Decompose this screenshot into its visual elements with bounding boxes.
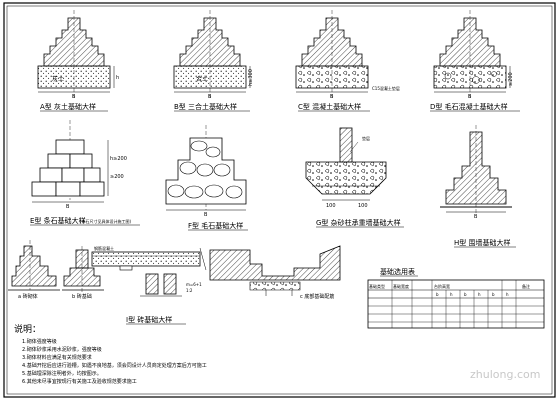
caption-a: A型 灰土基础大样 <box>40 102 96 111</box>
ratio-note: 1:2 <box>186 288 193 293</box>
sheet-inner-border <box>6 5 553 395</box>
table-header-5: b <box>464 292 467 297</box>
sub-caption-2: b 砖基础 <box>72 293 92 300</box>
table-header-1: 基础宽度 <box>393 283 409 289</box>
table-title: 基础选用表 <box>380 267 415 276</box>
note-line-6: 6.其他未尽事宜按现行有关施工及验收规范要求施工 <box>22 378 137 385</box>
dim-b-f: B <box>204 212 208 218</box>
detail-b: 合土 B h≥300 B型 三合土基础大样 <box>173 10 254 112</box>
caption-f: F型 毛石基础大样 <box>188 221 243 230</box>
table-header-9: 备注 <box>522 283 530 289</box>
detail-h: B H型 围墙基础大样 <box>440 125 516 248</box>
dim-h-b: h≥300 <box>248 69 254 86</box>
dim-h-a: h <box>116 75 119 81</box>
general-notes: 说明： 1.砌体强度等级 2.砌体砂浆采用水泥砂浆，强度等级 3.砌体材料应满足… <box>14 323 207 385</box>
detail-e: h≥200 ≥200 B E型 条石基础大样 (条石尺寸见具体设计施工图) <box>30 120 140 226</box>
caption-e-note: (条石尺寸见具体设计施工图) <box>80 218 132 224</box>
sub-caption-3: c 底部基础配筋 <box>300 293 334 300</box>
detail-d: B ≥200 D型 毛石混凝土基础大样 <box>430 10 520 112</box>
note-line-1: 1.砌体强度等级 <box>22 338 57 345</box>
detail-c: B C15混凝土垫层 C型 混凝土基础大样 <box>295 10 400 112</box>
caption-e: E型 条石基础大样 <box>30 216 86 225</box>
detail-i: 钢筋混凝土 m=6+1 1:2 I型 砖基础大样 <box>91 245 207 325</box>
note-line-5: 5.基础埋深除注明者外，均按图示。 <box>22 370 102 377</box>
detail-small-step: a 砖砌体 <box>8 240 60 300</box>
dim-h-d: ≥200 <box>508 72 514 86</box>
fill-label-b: 合土 <box>196 75 208 83</box>
notes-heading: 说明： <box>14 323 41 335</box>
detail-stepped-section: c 底部基础配筋 <box>209 245 341 300</box>
watermark: zhulong.com <box>470 368 540 381</box>
note-line-2: 2.砌体砂浆采用水泥砂浆，强度等级 <box>22 346 102 353</box>
table-header-7: b <box>492 292 495 297</box>
dim-100-g1: 100 <box>326 203 336 209</box>
dim-b-c: B <box>330 94 334 100</box>
detail-f: B F型 毛石基础大样 <box>165 125 248 231</box>
dim-b-d: B <box>468 94 472 100</box>
table-header-6: h <box>478 292 481 297</box>
beam-label: 钢筋混凝土 <box>94 245 114 251</box>
dim-100-g2: 100 <box>358 203 368 209</box>
note-line-3: 3.砌体材料应满足有关规范要求 <box>22 354 92 361</box>
caption-d: D型 毛石混凝土基础大样 <box>430 102 508 111</box>
dim-h2-e: ≥200 <box>110 174 124 180</box>
table-header-3: b <box>436 292 439 297</box>
table-header-4: h <box>450 292 453 297</box>
caption-c: C型 混凝土基础大样 <box>298 102 361 111</box>
caption-h: H型 围墙基础大样 <box>454 238 511 247</box>
dim-b-b: B <box>208 94 212 100</box>
g-note: 垫层 <box>362 135 370 141</box>
detail-brick-pier: b 砖基础 <box>62 246 104 300</box>
detail-g: 100 100 垫层 G型 杂砂柱承重墙基础大样 <box>305 127 404 228</box>
cross-note: m=6+1 <box>186 282 202 287</box>
note-line-4: 4.基础开挖后应进行验槽，如遇不良地基，须会同设计人员商定处理方案后方可施工 <box>22 362 207 369</box>
c-side-note: C15混凝土垫层 <box>372 85 400 91</box>
fill-label-a: 灰土 <box>52 75 64 83</box>
dim-b-h: B <box>474 214 478 220</box>
dim-b-a: B <box>72 94 76 100</box>
caption-i: I型 砖基础大样 <box>126 315 172 324</box>
dim-h-e: h≥200 <box>110 156 127 162</box>
caption-g: G型 杂砂柱承重墙基础大样 <box>316 218 401 227</box>
sheet-border <box>3 2 556 398</box>
sub-caption-1: a 砖砌体 <box>18 293 38 300</box>
table-header-0: 基础类型 <box>369 283 385 289</box>
table-header-8: h <box>506 292 509 297</box>
table-header-2: 台阶高宽 <box>434 283 450 289</box>
dim-b-e: B <box>66 204 70 210</box>
caption-b: B型 三合土基础大样 <box>174 102 237 111</box>
foundation-selection-table: 基础选用表 基础类型 基础宽度 台阶高宽 b h b h b h 备注 <box>367 267 545 329</box>
detail-a: 灰土 B h A型 灰土基础大样 <box>37 10 119 112</box>
